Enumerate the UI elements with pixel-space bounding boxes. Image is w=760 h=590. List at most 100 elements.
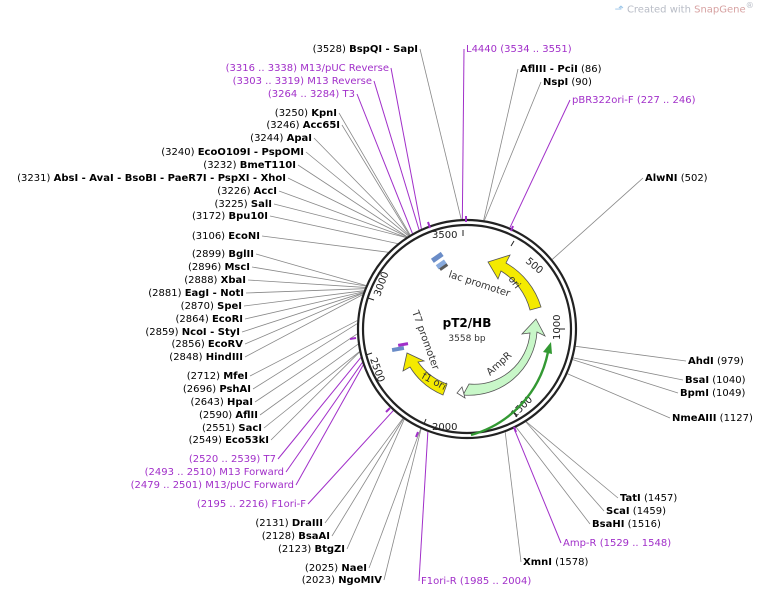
- label-position-mfei: (2712): [187, 371, 220, 382]
- label-bsaai[interactable]: (2128) BsaAI: [262, 531, 330, 542]
- label-ngomiv[interactable]: (2023) NgoMIV: [302, 575, 383, 586]
- leader-line-ecori: [244, 291, 364, 320]
- label-tati[interactable]: TatI (1457): [620, 493, 677, 504]
- leader-line-spei: [243, 290, 364, 307]
- label-pbr322[interactable]: pBR322ori-F (227 .. 246): [572, 95, 696, 106]
- label-bspqi[interactable]: (3528) BspQI - SapI: [313, 44, 418, 55]
- label-position-ncoi: (2859): [145, 327, 178, 338]
- label-bglii[interactable]: (2899) BglII: [192, 249, 254, 260]
- label-scai[interactable]: ScaI (1459): [606, 506, 666, 517]
- label-saci[interactable]: (2551) SacI: [202, 423, 262, 434]
- label-name-l4440: L4440: [466, 44, 497, 55]
- label-name-xmni: XmnI: [523, 557, 552, 568]
- label-sali[interactable]: (3225) SalI: [214, 199, 272, 210]
- label-position-m13puc-fwd: (2479 .. 2501): [131, 480, 203, 491]
- label-position-btgzi: (2123): [278, 544, 311, 555]
- label-draiii[interactable]: (2131) DraIII: [255, 518, 323, 529]
- label-m13-rev[interactable]: (3303 .. 3319) M13 Reverse: [233, 76, 372, 87]
- label-mfei[interactable]: (2712) MfeI: [187, 371, 248, 382]
- label-m13puc-fwd[interactable]: (2479 .. 2501) M13/pUC Forward: [131, 480, 294, 491]
- leader-line-aflii: [259, 343, 359, 416]
- label-msci[interactable]: (2896) MscI: [188, 262, 250, 273]
- leader-line-hpai: [254, 333, 358, 403]
- label-position-pshai: (2696): [183, 384, 216, 395]
- label-bpmi[interactable]: BpmI (1049): [680, 388, 745, 399]
- lac-promoter-feature: [430, 251, 449, 271]
- label-xbai[interactable]: (2888) XbaI: [184, 275, 246, 286]
- tick-mark-2500: [365, 352, 373, 356]
- label-xmni[interactable]: XmnI (1578): [523, 557, 589, 568]
- snapgene-logo-icon: ⬏: [614, 2, 624, 16]
- label-eagi[interactable]: (2881) EagI - NotI: [148, 288, 244, 299]
- label-f1ori-r[interactable]: F1ori-R (1985 .. 2004): [421, 576, 531, 587]
- label-ecorv[interactable]: (2856) EcoRV: [171, 339, 243, 350]
- label-nmeaiii[interactable]: NmeAIII (1127): [672, 413, 753, 424]
- label-name-apai: ApaI: [287, 133, 312, 144]
- leader-line-afliii: [483, 68, 519, 221]
- label-position-f1ori-r: (1985 .. 2004): [460, 576, 532, 587]
- label-spei[interactable]: (2870) SpeI: [181, 301, 242, 312]
- label-bpu10i[interactable]: (3172) Bpu10I: [192, 211, 268, 222]
- label-ahdi[interactable]: AhdI (979): [688, 356, 744, 367]
- label-ncoi[interactable]: (2859) NcoI - StyI: [145, 327, 240, 338]
- label-name-t7: T7: [263, 454, 276, 465]
- label-ecori[interactable]: (2864) EcoRI: [175, 314, 243, 325]
- label-position-acc65i: (3246): [266, 120, 299, 131]
- watermark-prefix: Created with: [626, 4, 691, 16]
- leader-line-pshai: [252, 323, 358, 390]
- label-kpni[interactable]: (3250) KpnI: [275, 108, 337, 119]
- label-bsai[interactable]: BsaI (1040): [685, 375, 746, 386]
- label-position-m13-fwd: (2493 .. 2510): [145, 467, 217, 478]
- label-absi[interactable]: (3231) AbsI - AvaI - BsoBI - PaeR7I - Ps…: [17, 173, 286, 184]
- label-bsahi[interactable]: BsaHI (1516): [592, 519, 661, 530]
- label-econi[interactable]: (3106) EcoNI: [192, 231, 260, 242]
- leader-line-eco0109i: [305, 151, 409, 237]
- leader-line-xbai: [247, 279, 366, 288]
- label-position-nmeaiii: (1127): [720, 413, 753, 424]
- label-naei[interactable]: (2025) NaeI: [305, 563, 367, 574]
- leader-line-f1ori-f: [307, 410, 394, 505]
- label-eco53ki[interactable]: (2549) Eco53kI: [189, 435, 269, 446]
- label-afliii[interactable]: AflIII - PciI (86): [520, 64, 602, 75]
- label-name-acc65i: Acc65I: [303, 120, 340, 131]
- label-name-bglii: BglII: [228, 249, 254, 260]
- leader-line-acci: [278, 190, 407, 238]
- label-alwni[interactable]: AlwNI (502): [645, 173, 708, 184]
- leader-line-m13puc-fwd: [295, 364, 364, 486]
- label-position-xmni: (1578): [555, 557, 588, 568]
- leader-line-kpni: [338, 112, 411, 236]
- label-apai[interactable]: (3244) ApaI: [250, 133, 312, 144]
- label-eco0109i[interactable]: (3240) EcoO109I - PspOMI: [161, 147, 304, 158]
- label-position-amp-r: (1529 .. 1548): [600, 538, 672, 549]
- label-aflii[interactable]: (2590) AflII: [199, 410, 258, 421]
- label-name-xbai: XbaI: [221, 275, 246, 286]
- label-t3[interactable]: (3264 .. 3284) T3: [268, 89, 355, 100]
- label-hindiii[interactable]: (2848) HindIII: [169, 352, 243, 363]
- label-position-ecori: (2864): [175, 314, 208, 325]
- label-nspi[interactable]: NspI (90): [543, 77, 592, 88]
- label-btgzi[interactable]: (2123) BtgZI: [278, 544, 345, 555]
- label-amp-r[interactable]: Amp-R (1529 .. 1548): [563, 538, 671, 549]
- label-name-eagi: EagI - NotI: [185, 288, 244, 299]
- label-l4440[interactable]: L4440 (3534 .. 3551): [466, 44, 572, 55]
- leader-line-bglii: [255, 253, 367, 286]
- label-position-tati: (1457): [644, 493, 677, 504]
- label-hpai[interactable]: (2643) HpaI: [191, 397, 253, 408]
- leader-line-bsai: [573, 357, 684, 381]
- label-acc65i[interactable]: (3246) Acc65I: [266, 120, 340, 131]
- leader-line-amp-r: [513, 428, 562, 544]
- label-name-m13puc-fwd: M13/pUC Forward: [205, 480, 294, 491]
- label-t7[interactable]: (2520 .. 2539) T7: [189, 454, 276, 465]
- label-name-draiii: DraIII: [292, 518, 323, 529]
- label-m13puc-rev[interactable]: (3316 .. 3338) M13/pUC Reverse: [226, 63, 389, 74]
- label-bmet110i[interactable]: (3232) BmeT110I: [203, 160, 296, 171]
- label-pshai[interactable]: (2696) PshAI: [183, 384, 251, 395]
- label-acci[interactable]: (3226) AccI: [217, 186, 277, 197]
- label-name-bsaai: BsaAI: [298, 531, 330, 542]
- label-name-eco0109i: EcoO109I - PspOMI: [198, 147, 304, 158]
- label-m13-fwd[interactable]: (2493 .. 2510) M13 Forward: [145, 467, 284, 478]
- label-position-pbr322: (227 .. 246): [637, 95, 696, 106]
- leader-line-mfei: [249, 320, 358, 377]
- leader-line-m13-fwd: [285, 362, 363, 473]
- label-f1ori-f[interactable]: (2195 .. 2216) F1ori-F: [197, 499, 306, 510]
